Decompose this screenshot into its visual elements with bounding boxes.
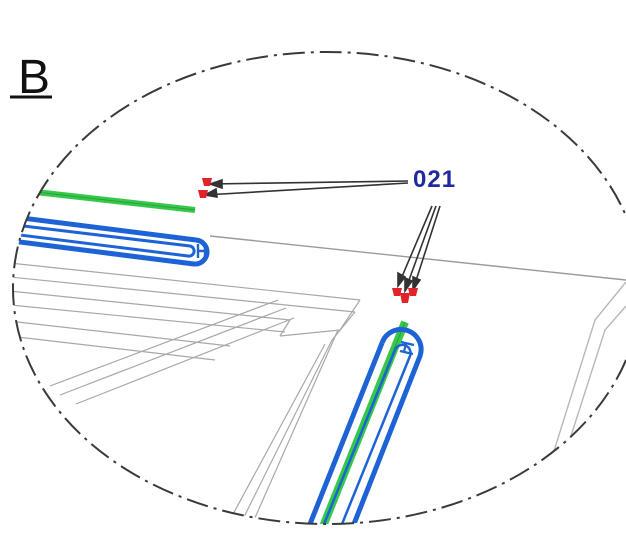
marker-upper-1 [202,178,212,186]
part-021-markers [198,178,418,303]
green-rail-upper [13,185,196,213]
marker-upper-2 [198,190,208,198]
detail-title: B [18,51,51,104]
marker-lower-3 [408,288,418,296]
right-frame-edge [547,281,626,471]
left-frame-structure [13,261,361,524]
blue-rail-upper [13,211,210,267]
marker-lower-2 [400,293,410,303]
horizon-line [209,235,626,281]
blue-rail-lower [305,326,424,524]
part-number-label: 021 [413,166,457,193]
detail-boundary-circle [12,51,626,525]
detail-contents [13,178,626,524]
callout-leaders [202,178,441,294]
marker-lower-1 [392,288,402,296]
